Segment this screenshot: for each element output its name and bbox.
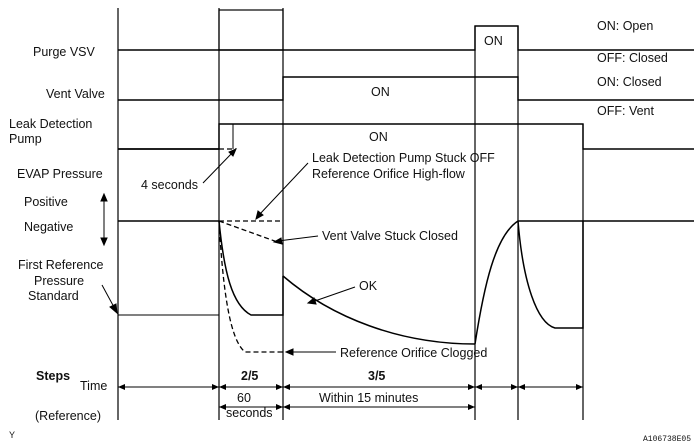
ok-label: OK (359, 279, 378, 293)
pump-stuck-label-1: Leak Detection Pump Stuck OFF (312, 151, 495, 165)
orifice-clogged-arrow (284, 348, 336, 356)
vent-stuck-arrow (272, 235, 319, 245)
orifice-clogged-dash (218, 220, 283, 353)
first-ref-label-2: Pressure (34, 274, 84, 288)
purge-vsv-row: Purge VSV ON (33, 25, 694, 59)
within-label: Within 15 minutes (319, 391, 418, 405)
step-3-label: 3/5 (368, 369, 385, 383)
fault-curves (218, 148, 284, 353)
vent-valve-label: Vent Valve (46, 87, 105, 101)
evap-pressure-label: EVAP Pressure (17, 167, 103, 181)
leak-pump-label-2: Pump (9, 132, 42, 146)
leak-pump-row: Leak Detection Pump ON (9, 117, 694, 150)
ok-curve-step2 (218, 220, 284, 316)
sixty-label-2: seconds (226, 406, 273, 420)
leak-pump-on: ON (369, 130, 388, 144)
purge-recovery-curve (474, 220, 519, 345)
sixty-label-1: 60 (237, 391, 251, 405)
vent-stuck-closed-dash (218, 220, 284, 245)
four-seconds-label: 4 seconds (141, 178, 198, 192)
step-2-label: 2/5 (241, 369, 258, 383)
first-ref-label-1: First Reference (18, 258, 103, 272)
steps-row: Steps Time 2/5 3/5 (36, 369, 583, 393)
positive-label: Positive (24, 195, 68, 209)
first-ref-label-3: Standard (28, 289, 79, 303)
negative-label: Negative (24, 220, 73, 234)
pump-stuck-label-2: Reference Orifice High-flow (312, 167, 466, 181)
final-check-curve (517, 220, 584, 329)
leak-pump-label-1: Leak Detection (9, 117, 92, 131)
figure-id: A106738E05 (643, 435, 691, 444)
reference-arrowheads (219, 404, 475, 410)
purge-vsv-label: Purge VSV (33, 45, 96, 59)
pressure-direction-arrow (100, 192, 108, 247)
y-marker: Y (9, 430, 15, 440)
four-seconds-arrow (202, 148, 237, 184)
orifice-clogged-label: Reference Orifice Clogged (340, 346, 487, 360)
leak-pump-signal (118, 123, 694, 150)
state-off-vent: OFF: Vent (597, 104, 654, 118)
vent-stuck-label: Vent Valve Stuck Closed (322, 229, 458, 243)
period-box (218, 9, 284, 51)
purge-vsv-on: ON (484, 34, 503, 48)
state-legend: ON: Open OFF: Closed ON: Closed OFF: Ven… (597, 19, 668, 118)
first-ref-arrow (101, 284, 118, 315)
time-label: Time (80, 379, 107, 393)
vent-valve-row: Vent Valve ON (46, 76, 694, 101)
evap-pressure-section: EVAP Pressure Positive Negative First Re… (17, 148, 694, 360)
state-on-closed: ON: Closed (597, 75, 662, 89)
ok-curve-step3 (282, 275, 476, 345)
vent-valve-on: ON (371, 85, 390, 99)
vent-valve-signal (118, 76, 694, 101)
ok-arrow (306, 286, 356, 305)
purge-vsv-signal (118, 25, 694, 51)
steps-label: Steps (36, 369, 70, 383)
reference-label: (Reference) (35, 409, 101, 423)
time-axis-arrowheads (118, 384, 583, 390)
state-on-open: ON: Open (597, 19, 653, 33)
state-off-closed: OFF: Closed (597, 51, 668, 65)
pump-stuck-arrow (255, 162, 309, 221)
reference-row: (Reference) 60 seconds Within 15 minutes (35, 391, 475, 423)
